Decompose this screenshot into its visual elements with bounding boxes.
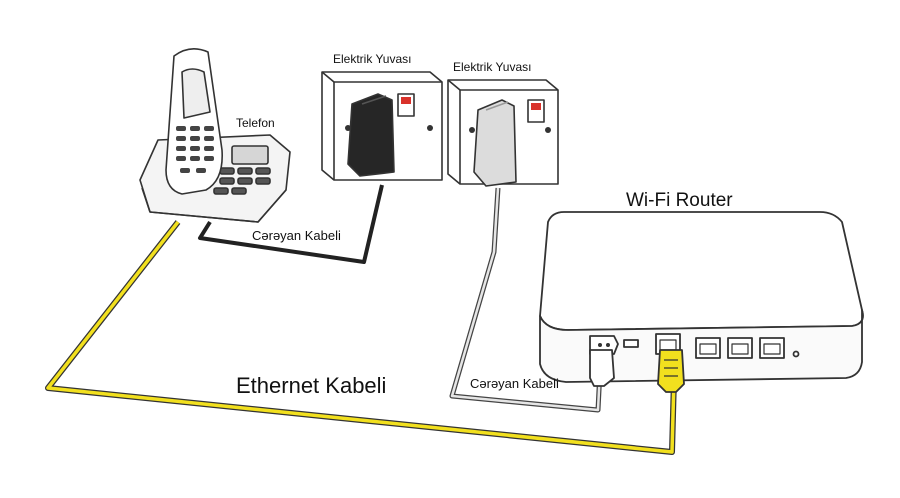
ethernet-cable-label: Ethernet Kabeli	[236, 373, 387, 398]
wall-socket-left	[321, 71, 443, 181]
router-power-cable	[449, 187, 603, 413]
cordless-phone-icon	[139, 48, 291, 223]
router-icon	[539, 211, 864, 393]
phone-power-cable-label: Cərəyan Kabeli	[252, 228, 341, 243]
socket-left-label: Elektrik Yuvası	[333, 52, 412, 66]
socket-right-label: Elektrik Yuvası	[453, 60, 532, 74]
phone-power-cable	[198, 184, 384, 264]
ethernet-cable	[45, 220, 677, 455]
router-power-cable-label: Cərəyan Kabeli	[470, 376, 559, 391]
wall-socket-right	[447, 79, 559, 187]
phone-label: Telefon	[236, 116, 275, 130]
router-label: Wi-Fi Router	[626, 190, 733, 211]
